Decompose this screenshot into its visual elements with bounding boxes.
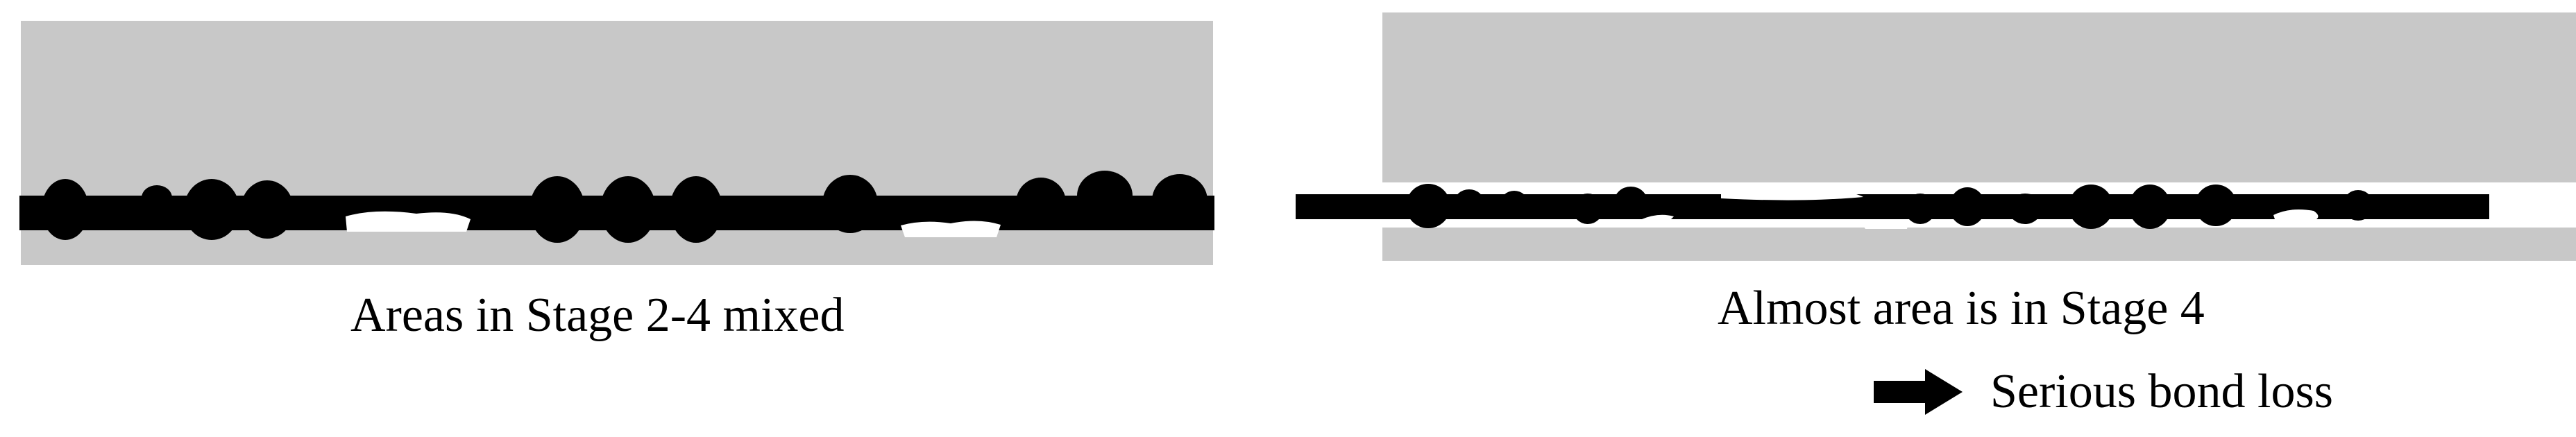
- right-caption: Almost area is in Stage 4: [1718, 282, 2205, 335]
- bond-voids: [346, 211, 1001, 237]
- rebar-rib: [1406, 184, 1450, 228]
- rebar-rib: [1573, 194, 1603, 224]
- void-gap: [346, 211, 471, 232]
- concrete-block-lower: [1382, 228, 2576, 261]
- rebar-rib: [2195, 185, 2237, 226]
- rebar-rib: [1500, 191, 1528, 216]
- rebar-rib: [1454, 189, 1484, 217]
- rebar-rib: [1152, 174, 1208, 227]
- bond-voids: [1642, 187, 2319, 229]
- rebar-rib: [42, 179, 89, 240]
- void-gap: [1721, 187, 1863, 200]
- rebar-rib: [600, 176, 656, 243]
- rebar-ribs: [42, 171, 1208, 243]
- rebar-rib: [1077, 171, 1133, 221]
- rebar-rib: [529, 176, 585, 243]
- rebar-rib: [1614, 187, 1647, 217]
- rebar-rib: [1016, 178, 1066, 228]
- left-specimen-diagram: [19, 21, 1214, 265]
- rebar-rib: [2129, 185, 2171, 229]
- void-gap: [1863, 223, 1908, 229]
- rebar-rib: [2008, 194, 2042, 224]
- void-gap: [1642, 214, 1674, 225]
- void-gap: [901, 221, 1001, 237]
- left-panel-stage-2-4: Areas in Stage 2-4 mixed: [0, 0, 1249, 437]
- void-gap: [2273, 209, 2319, 223]
- result-text: Serious bond loss: [1990, 365, 2333, 418]
- rebar-rib: [822, 175, 878, 233]
- rebar-rib: [670, 176, 722, 243]
- concrete-block-upper: [1382, 12, 2576, 182]
- right-arrow-icon: [1874, 369, 1963, 415]
- right-specimen-diagram: [1296, 12, 2576, 261]
- rebar-rib: [142, 185, 172, 210]
- rebar-rib: [2069, 185, 2113, 229]
- rebar-rib: [1905, 194, 1935, 224]
- left-caption: Areas in Stage 2-4 mixed: [350, 289, 845, 342]
- rebar-rib: [241, 180, 294, 239]
- rebar-rib: [1949, 187, 1985, 226]
- rebar-ribs: [1406, 184, 2373, 229]
- rebar-rib: [184, 179, 239, 240]
- result-row: Serious bond loss: [1874, 361, 2333, 423]
- rebar-rib: [2343, 190, 2373, 221]
- right-panel-stage-4: Almost area is in Stage 4 Serious bond l…: [1249, 0, 2576, 437]
